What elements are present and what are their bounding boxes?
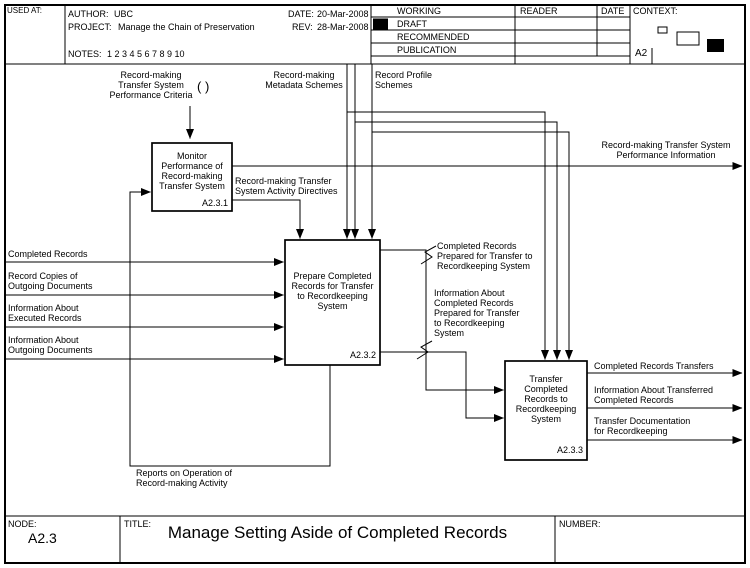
context-thumb-current-box [707,39,724,52]
reader-label: READER [520,6,558,16]
context-thumb-parent-box [676,31,700,46]
notes-label: NOTES: [68,49,102,59]
date-label: DATE: [288,9,314,19]
context-node-label: A2 [635,48,648,59]
diagram-title: Manage Setting Aside of Completed Record… [167,523,508,542]
node-label: NODE: [8,519,37,529]
label-perf-information: Record-making Transfer System Performanc… [601,140,731,160]
label-completed-records: Completed Records [8,249,88,259]
author-label: AUTHOR: [68,9,109,19]
arrow-activity-directives [232,199,304,239]
status-publication: PUBLICATION [397,45,457,55]
arrow-control-a233-3 [372,131,573,360]
rev-value: 28-Mar-2008 [317,22,369,32]
reader-date-label: DATE [601,6,625,16]
label-perf-criteria: Record-making Transfer System Performanc… [109,70,193,100]
label-reports-feedback: Reports on Operation of Record-making Ac… [136,468,233,488]
author-value: UBC [114,9,134,19]
label-records-prepared: Completed Records Prepared for Transfer … [437,241,533,271]
box-a233-code: A2.3.3 [556,445,583,455]
label-info-prepared: Information About Completed Records Prep… [434,288,520,338]
activity-boxes [151,142,588,461]
box-a231-title: Monitor Performance of Record-making Tra… [159,151,225,191]
label-info-outgoing: Information About Outgoing Documents [8,335,93,355]
box-a233-title: Transfer Completed Records to Recordkeep… [515,374,577,424]
arrow-control-a233-1 [347,111,549,360]
label-info-executed: Information About Executed Records [8,303,82,323]
status-recommended: RECOMMENDED [397,32,470,42]
activity-box-a231 [151,142,233,212]
form-grid [4,4,746,564]
arrow-info-prepared [380,351,504,422]
number-label: NUMBER: [559,519,601,529]
label-activity-directives: Record-making Transfer System Activity D… [235,176,338,196]
activity-box-a232 [284,239,381,366]
box-a232-title: Prepare Completed Records for Transfer t… [291,271,374,311]
arrows [4,64,743,467]
label-transfer-documentation: Transfer Documentation for Recordkeeping [594,416,691,436]
project-label: PROJECT: [68,22,112,32]
activity-box-a233 [504,360,588,461]
draft-status-marker [373,18,388,30]
status-draft: DRAFT [397,19,427,29]
arrow-records-prepared [380,249,504,394]
used-at-label: USED AT: [7,6,42,15]
label-profile-schemes: Record Profile Schemes [375,70,433,90]
context-label: CONTEXT: [633,6,678,16]
call-notation: ( ) [197,79,210,94]
title-label: TITLE: [124,519,152,529]
notes-value: 1 2 3 4 5 6 7 8 9 10 [107,49,185,59]
label-info-transferred: Information About Transferred Completed … [594,385,714,405]
arrow-reports-feedback [129,188,331,467]
box-a231-code: A2.3.1 [201,198,228,208]
squiggle-records-prepared [420,245,437,265]
label-metadata-schemes: Record-making Metadata Schemes [265,70,343,90]
label-records-transfers: Completed Records Transfers [594,361,714,371]
header-marks [373,18,724,52]
status-working: WORKING [397,6,441,16]
node-value: A2.3 [28,530,57,546]
rev-label: REV: [292,22,313,32]
date-value: 20-Mar-2008 [317,9,369,19]
arrow-control-a233-2 [355,121,561,360]
squiggle-info-prepared [416,340,433,360]
context-thumb-small-box [657,26,668,34]
project-value: Manage the Chain of Preservation [118,22,255,32]
box-a232-code: A2.3.2 [349,350,376,360]
label-record-copies: Record Copies of Outgoing Documents [8,271,93,291]
